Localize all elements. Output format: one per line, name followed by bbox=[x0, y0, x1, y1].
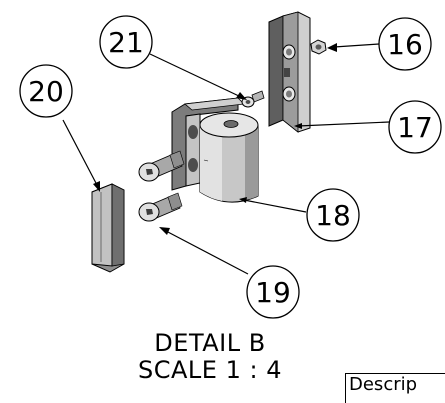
leader-lines bbox=[62, 43, 390, 275]
part-19-screw-lower bbox=[138, 192, 183, 222]
description-table-cell: Descrip bbox=[345, 373, 445, 403]
part-16-nut bbox=[310, 39, 327, 55]
balloon-16: 16 bbox=[378, 17, 432, 71]
balloon-17-label: 17 bbox=[397, 111, 433, 144]
balloon-18-label: 18 bbox=[315, 199, 351, 232]
balloon-19-label: 19 bbox=[255, 276, 291, 309]
part-18-hinge-body bbox=[171, 97, 259, 203]
drawing-canvas: 21 16 20 17 18 19 bbox=[19, 11, 442, 319]
part-17-rail bbox=[268, 11, 311, 133]
balloon-17: 17 bbox=[388, 100, 442, 154]
detail-scale: SCALE 1 : 4 bbox=[138, 356, 282, 384]
balloon-16-label: 16 bbox=[387, 28, 423, 61]
part-19-screw-upper bbox=[138, 150, 185, 182]
part-20-cover-plate bbox=[91, 183, 125, 273]
balloon-19: 19 bbox=[246, 265, 300, 319]
balloon-20: 20 bbox=[19, 64, 73, 118]
balloon-21-label: 21 bbox=[108, 26, 144, 59]
description-header: Descrip bbox=[349, 374, 418, 395]
balloon-20-label: 20 bbox=[28, 75, 64, 108]
balloon-21: 21 bbox=[99, 15, 153, 69]
balloon-18: 18 bbox=[306, 188, 360, 242]
detail-name: DETAIL B bbox=[154, 329, 266, 357]
